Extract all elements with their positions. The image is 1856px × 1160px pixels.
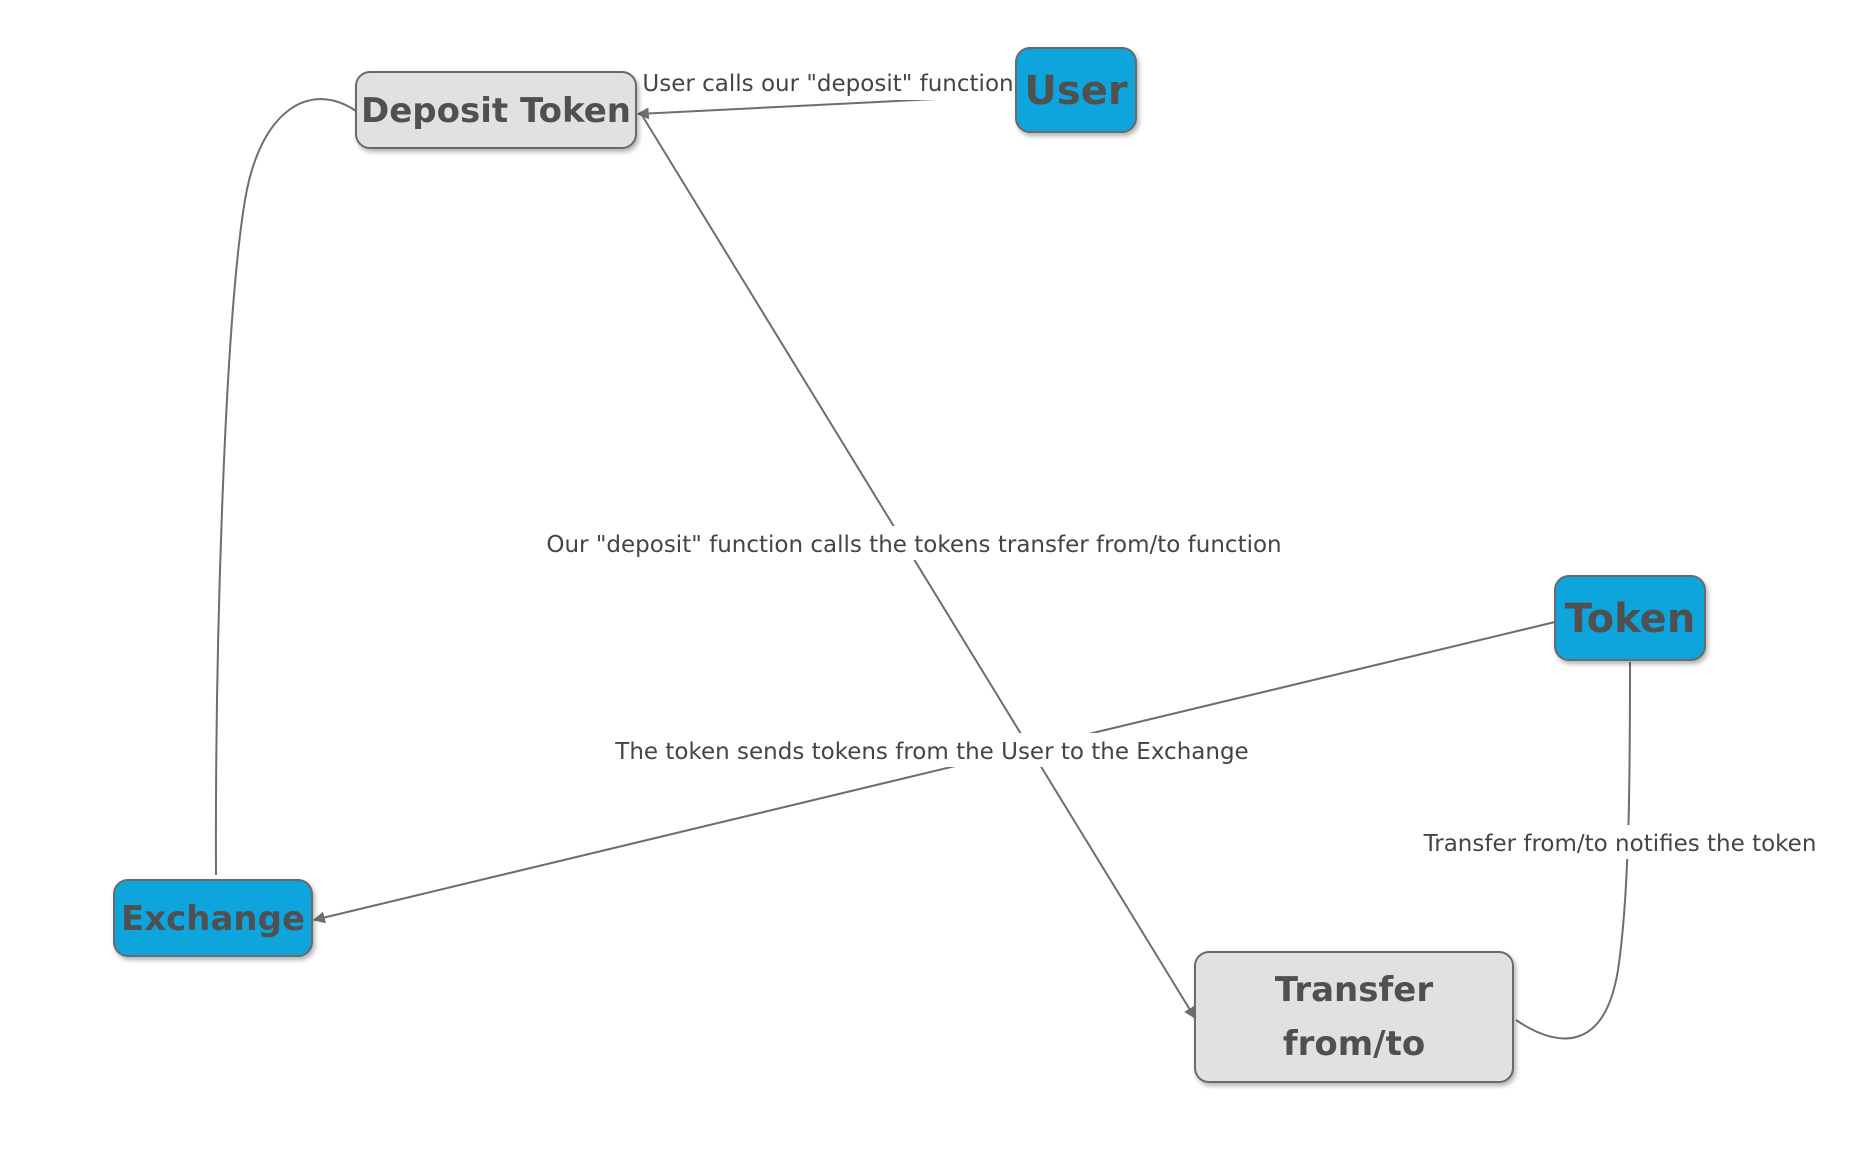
edge-label-transfer-notifies: Transfer from/to notifies the token — [1423, 831, 1817, 857]
node-transfer-from-to[interactable] — [1194, 951, 1514, 1083]
node-label-transfer-line-2: from/to — [1283, 1024, 1425, 1064]
edge-user-to-deposit[interactable]: User calls our "deposit" function — [636, 66, 1017, 120]
node-exchange[interactable] — [113, 879, 313, 957]
node-label-transfer-line-1: Transfer — [1275, 970, 1433, 1010]
node-label-token: Token — [1565, 596, 1696, 642]
edge-label-deposit-calls-transfer: Our "deposit" function calls the tokens … — [546, 532, 1281, 558]
node-token[interactable] — [1554, 575, 1706, 661]
node-deposit-token[interactable] — [355, 71, 637, 149]
edge-transfer-to-token[interactable]: Transfer from/to notifies the token — [1418, 661, 1822, 1040]
edge-label-user-calls-deposit: User calls our "deposit" function — [642, 71, 1013, 97]
node-label-deposit-token: Deposit Token — [361, 91, 631, 131]
node-label-exchange: Exchange — [121, 899, 305, 939]
edge-label-token-sends: The token sends tokens from the User to … — [614, 739, 1248, 765]
edges: User calls our "deposit" function Our "d… — [214, 66, 1822, 1040]
edge-deposit-to-exchange[interactable] — [214, 98, 357, 876]
edge-token-to-exchange[interactable]: The token sends tokens from the User to … — [312, 621, 1556, 924]
node-label-user: User — [1024, 68, 1127, 114]
edge-deposit-to-transfer[interactable]: Our "deposit" function calls the tokens … — [546, 111, 1282, 1020]
node-user[interactable] — [1015, 47, 1137, 133]
nodes: User Deposit Token Token Exchange Transf… — [113, 47, 1706, 1083]
